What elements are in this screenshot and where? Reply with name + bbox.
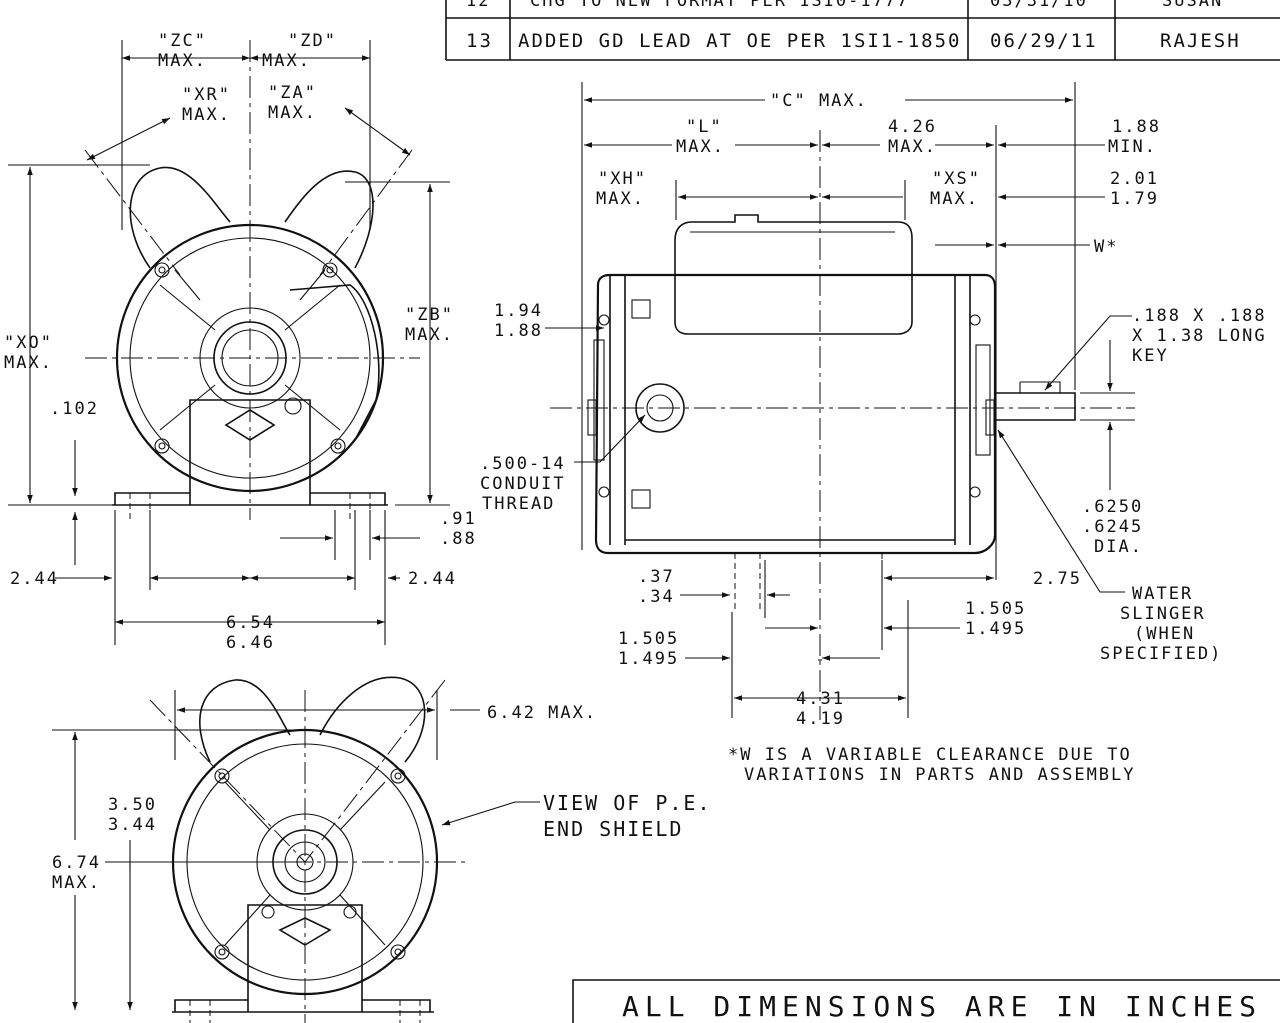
dim-654: 6.54	[226, 613, 275, 633]
w-note-line-2: VARIATIONS IN PARTS AND ASSEMBLY	[744, 765, 1136, 785]
dim-419: 4.19	[796, 709, 845, 729]
key-label-2: X 1.38 LONG	[1132, 326, 1267, 346]
za-label: "ZA"	[268, 83, 317, 103]
dim-642-max: 6.42 MAX.	[487, 703, 597, 723]
rev-prev-description: CHG TO NEW FORMAT PER 1SI0-1777	[530, 0, 909, 11]
water-slinger-2: SLINGER	[1120, 604, 1206, 624]
xs-max-label: MAX.	[930, 189, 979, 209]
dim-674: 6.74	[52, 853, 101, 873]
revision-row-prev-partial: 12 CHG TO NEW FORMAT PER 1SI0-1777 03/31…	[466, 0, 1223, 11]
dim-646: 6.46	[226, 633, 275, 653]
xs-label: "XS"	[932, 169, 981, 189]
rev-prev-by: SUSAN	[1162, 0, 1223, 11]
dim-426: 4.26	[888, 117, 937, 137]
key-label-1: .188 X .188	[1132, 306, 1267, 326]
dim-91: .91	[440, 509, 477, 529]
rev-date: 06/29/11	[990, 30, 1098, 52]
rev-by: RAJESH	[1160, 30, 1241, 52]
rev-prev-date: 03/31/10	[990, 0, 1088, 11]
zd-label: "ZD"	[288, 31, 337, 51]
dim-188-min: MIN.	[1108, 137, 1157, 157]
dim-102: .102	[50, 399, 99, 419]
end-shield-view: 6.42 MAX. 3.50 3.44 6.74 MAX. VIEW OF P.…	[52, 676, 712, 1023]
notes: *W IS A VARIABLE CLEARANCE DUE TO VARIAT…	[572, 745, 1280, 1023]
zd-max-label: MAX.	[262, 51, 311, 71]
dim-194: 1.94	[494, 301, 543, 321]
dim-344: 3.44	[108, 815, 157, 835]
dim-34: .34	[638, 587, 675, 607]
conduit-label-2: CONDUIT	[480, 474, 566, 494]
dim-188: 1.88	[1112, 117, 1161, 137]
key-label-3: KEY	[1132, 346, 1169, 366]
shaft-dia-1: .6250	[1082, 497, 1143, 517]
conduit-label-1: .500-14	[480, 454, 566, 474]
units-box	[572, 979, 1280, 1023]
dim-275: 2.75	[1033, 569, 1082, 589]
za-max-label: MAX.	[268, 103, 317, 123]
water-slinger-1: WATER	[1132, 584, 1193, 604]
dim-244-left: 2.44	[10, 569, 59, 589]
c-max-label: "C" MAX.	[770, 91, 868, 111]
shaft-dia-3: DIA.	[1094, 537, 1143, 557]
zb-label: "ZB"	[405, 305, 454, 325]
dim-1505-right: 1.505	[965, 599, 1026, 619]
water-slinger-4: SPECIFIED)	[1100, 644, 1222, 664]
dim-88: .88	[440, 529, 477, 549]
dim-201: 2.01	[1110, 169, 1159, 189]
xr-max-label: MAX.	[182, 105, 231, 125]
dim-431: 4.31	[796, 689, 845, 709]
units-note: ALL DIMENSIONS ARE IN INCHES	[622, 990, 1262, 1023]
view-label-1: VIEW OF P.E.	[543, 791, 712, 815]
xo-max-label: MAX.	[4, 353, 53, 373]
l-label: "L"	[686, 117, 723, 137]
rev-prev-number: 12	[466, 0, 490, 11]
rev-description: ADDED GD LEAD AT OE PER 1SI1-1850	[518, 30, 962, 52]
dim-1495-left: 1.495	[618, 649, 679, 669]
dim-674-max: MAX.	[52, 873, 101, 893]
dim-1495-right: 1.495	[965, 619, 1026, 639]
dim-188b: 1.88	[494, 321, 543, 341]
rev-number: 13	[466, 30, 493, 52]
revision-table: 12 CHG TO NEW FORMAT PER 1SI0-1777 03/31…	[445, 0, 1280, 61]
xo-label: "XO"	[4, 333, 53, 353]
dim-244-right: 2.44	[408, 569, 457, 589]
conduit-label-3: THREAD	[482, 494, 555, 514]
w-note-line-1: *W IS A VARIABLE CLEARANCE DUE TO	[728, 745, 1132, 765]
dim-179: 1.79	[1110, 189, 1159, 209]
xh-label: "XH"	[598, 169, 647, 189]
dim-1505-left: 1.505	[618, 629, 679, 649]
shaft-dia-2: .6245	[1082, 517, 1143, 537]
front-view: "ZC" MAX. "ZD" MAX. "XR" MAX. "ZA" MAX. …	[4, 31, 477, 653]
zc-max-label: MAX.	[158, 51, 207, 71]
dim-426-max: MAX.	[888, 137, 937, 157]
water-slinger-3: (WHEN	[1134, 624, 1195, 644]
l-max-label: MAX.	[676, 137, 725, 157]
view-label-2: END SHIELD	[543, 817, 683, 841]
dim-37: .37	[638, 567, 675, 587]
w-label: W*	[1094, 237, 1118, 257]
zc-label: "ZC"	[158, 31, 207, 51]
xr-label: "XR"	[182, 85, 231, 105]
side-view: "C" MAX. "L" MAX. 4.26 MAX. 1.88 MIN. "X…	[480, 82, 1267, 729]
zb-max-label: MAX.	[405, 325, 454, 345]
xh-max-label: MAX.	[596, 189, 645, 209]
dim-350: 3.50	[108, 795, 157, 815]
